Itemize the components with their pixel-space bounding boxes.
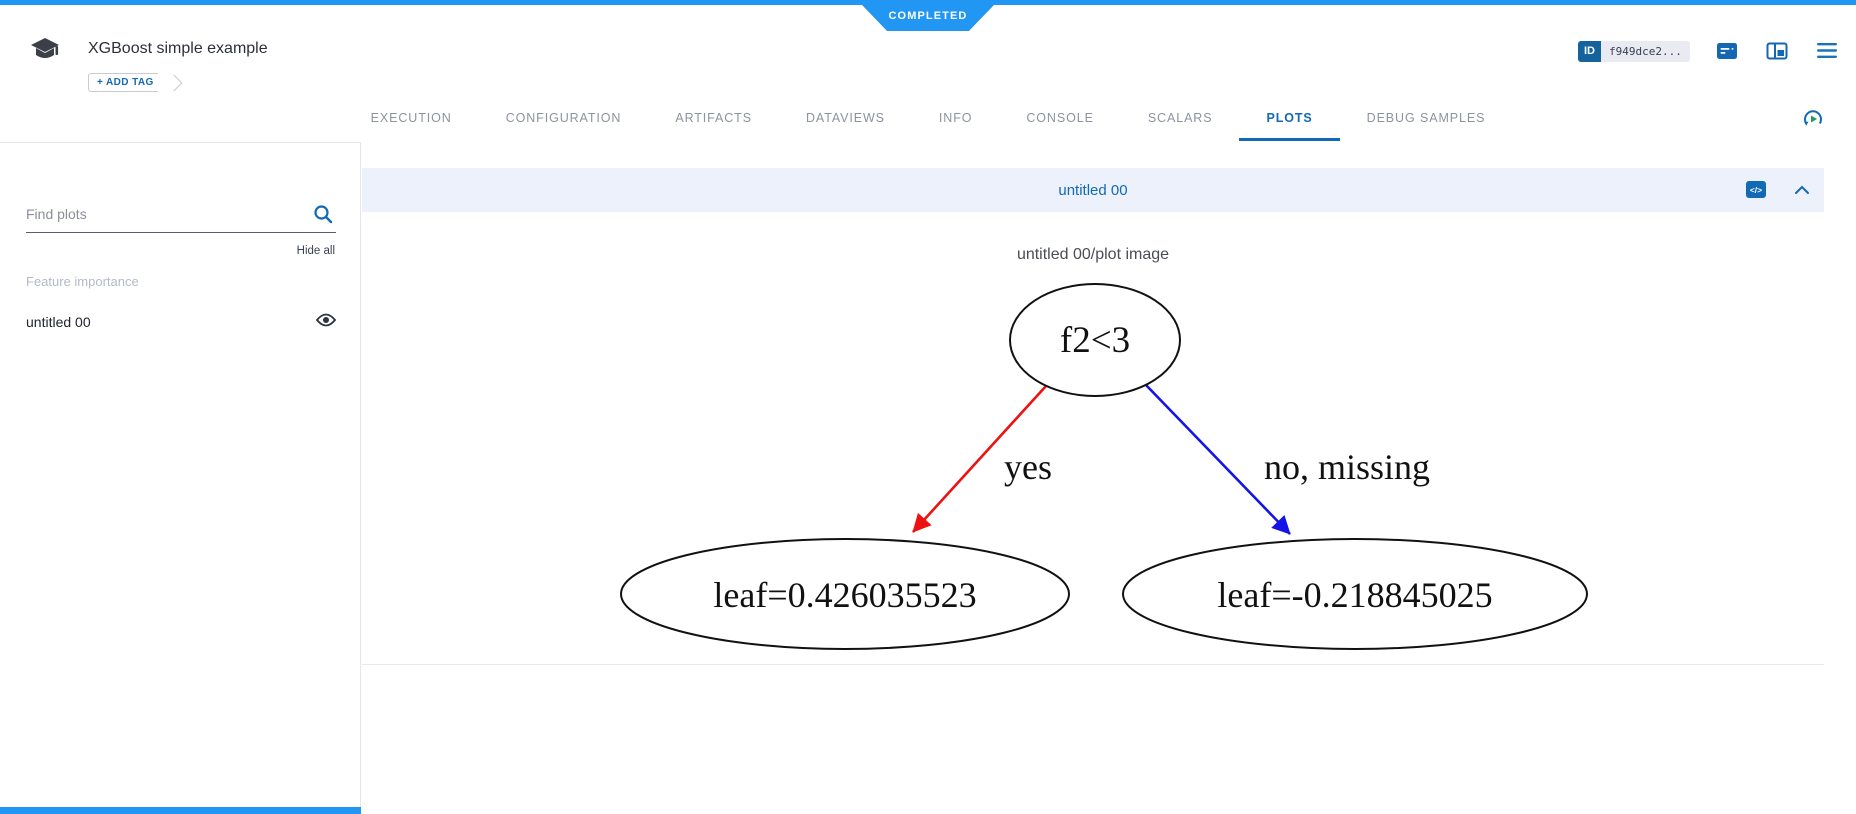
plot-group-label: Feature importance — [26, 274, 139, 289]
experiment-logo-icon — [30, 36, 60, 64]
tree-node-leaf-right-label: leaf=-0.218845025 — [1217, 575, 1492, 615]
decision-tree-plot: yes no, missing f2<3 leaf=0.426035523 le… — [620, 283, 1588, 650]
details-panel-icon[interactable] — [1714, 38, 1740, 64]
visibility-eye-icon[interactable] — [315, 313, 337, 332]
status-badge: COMPLETED — [862, 5, 994, 31]
tab-plots[interactable]: PLOTS — [1239, 96, 1340, 141]
sidebar-item-untitled-00[interactable]: untitled 00 — [26, 311, 337, 333]
page-title: XGBoost simple example — [88, 40, 268, 57]
menu-icon[interactable] — [1814, 38, 1840, 64]
search-row — [26, 199, 336, 233]
add-tag-button[interactable]: + ADD TAG — [88, 73, 158, 92]
tree-node-leaf-right — [1122, 538, 1588, 650]
id-label: ID — [1578, 40, 1601, 62]
search-input[interactable] — [26, 199, 296, 229]
collapse-chevron-icon[interactable] — [1794, 182, 1810, 200]
hide-all-link[interactable]: Hide all — [296, 245, 335, 257]
plots-sidebar: Hide all Feature importance untitled 00 — [0, 142, 361, 814]
tab-dataviews[interactable]: DATAVIEWS — [805, 111, 885, 125]
add-tag-button-point — [165, 74, 183, 91]
split-view-icon[interactable] — [1764, 38, 1790, 64]
tab-info[interactable]: INFO — [938, 111, 973, 125]
plot-panel-title: untitled 00 — [1058, 181, 1128, 199]
auto-refresh-icon[interactable] — [1800, 106, 1826, 132]
tree-node-root — [1009, 283, 1181, 397]
status-badge-label: COMPLETED — [888, 10, 968, 22]
tab-debug-samples[interactable]: DEBUG SAMPLES — [1366, 111, 1486, 125]
tab-configuration[interactable]: CONFIGURATION — [505, 111, 622, 125]
tree-node-leaf-left-label: leaf=0.426035523 — [713, 575, 976, 615]
tree-node-root-label: f2<3 — [1060, 320, 1130, 361]
edge-label-no-missing: no, missing — [1264, 447, 1430, 487]
search-icon — [312, 203, 334, 230]
tab-console[interactable]: CONSOLE — [1026, 111, 1094, 125]
tab-artifacts[interactable]: ARTIFACTS — [675, 111, 752, 125]
tab-bar: EXECUTION CONFIGURATION ARTIFACTS DATAVI… — [0, 95, 1856, 142]
edge-label-yes: yes — [1004, 447, 1052, 487]
tree-edge-no-missing — [1144, 383, 1291, 535]
tree-edge-yes — [912, 385, 1047, 533]
embed-code-icon[interactable]: </> — [1746, 181, 1766, 198]
tab-scalars[interactable]: SCALARS — [1147, 111, 1213, 125]
sidebar-scroll-accent — [0, 807, 361, 814]
id-value: f949dce2... — [1601, 40, 1690, 62]
plot-panel-header[interactable]: untitled 00 </> — [362, 168, 1824, 212]
experiment-id-badge[interactable]: ID f949dce2... — [1578, 40, 1690, 62]
tree-node-leaf-left — [620, 538, 1070, 650]
top-accent-bar — [0, 0, 1856, 5]
plot-image-title: untitled 00/plot image — [1016, 246, 1170, 263]
plot-item-label: untitled 00 — [26, 314, 91, 330]
plot-image-container: untitled 00/plot image yes no, missing f… — [362, 212, 1824, 665]
plots-main-area: untitled 00 </> untitled 00/plot image y… — [362, 142, 1856, 814]
tab-execution[interactable]: EXECUTION — [370, 111, 452, 125]
